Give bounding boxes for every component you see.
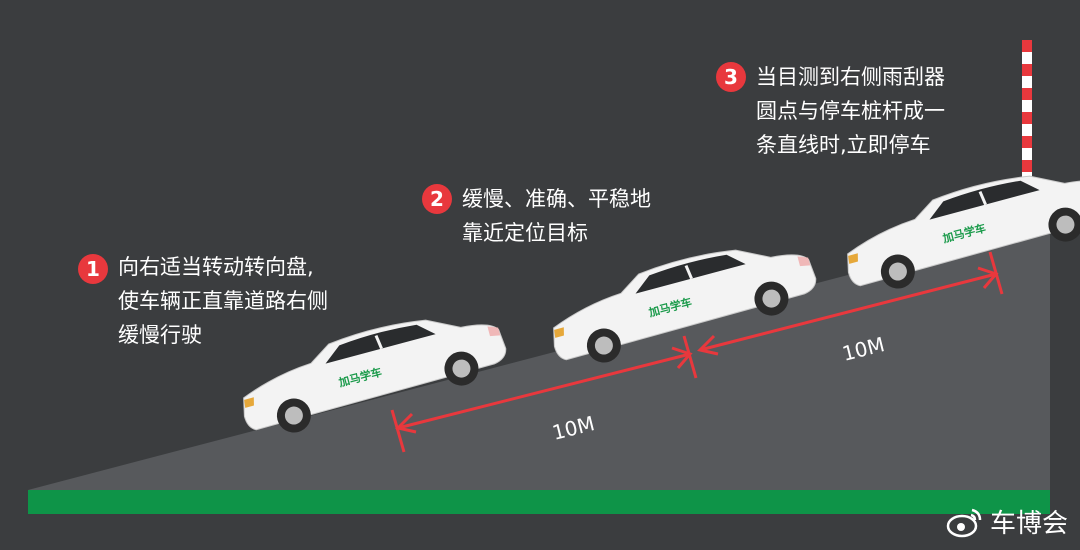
- step-1-text: 向右适当转动转向盘, 使车辆正直靠道路右侧 缓慢行驶: [118, 250, 328, 352]
- weibo-icon: [946, 508, 982, 537]
- step-3-line-3: 条直线时,立即停车: [756, 133, 931, 157]
- car-1: 加马学车: [229, 296, 515, 446]
- step-2-text: 缓慢、准确、平稳地 靠近定位目标: [462, 182, 651, 250]
- car-3: 加马学车: [833, 152, 1080, 302]
- watermark-text: 车博会: [989, 509, 1068, 539]
- step-3-line-1: 当目测到右侧雨刮器: [756, 65, 945, 89]
- step-2-badge: 2: [422, 184, 452, 214]
- step-1-badge: 1: [78, 254, 108, 284]
- step-2-line-1: 缓慢、准确、平稳地: [462, 187, 651, 211]
- step-1-line-3: 缓慢行驶: [118, 323, 202, 347]
- step-1-line-2: 使车辆正直靠道路右侧: [118, 289, 328, 313]
- step-2-line-2: 靠近定位目标: [462, 221, 588, 245]
- step-1-line-1: 向右适当转动转向盘,: [118, 255, 314, 279]
- step-3-line-2: 圆点与停车桩杆成一: [756, 99, 945, 123]
- car-2: 加马学车: [539, 226, 825, 376]
- step-3-text: 当目测到右侧雨刮器 圆点与停车桩杆成一 条直线时,立即停车: [756, 60, 945, 162]
- distance-arrow-1: [390, 335, 698, 453]
- distance-arrow-2: [697, 251, 1004, 356]
- watermark: 车博会: [946, 503, 1068, 540]
- step-3-badge: 3: [716, 62, 746, 92]
- ground-strip: [28, 490, 1050, 514]
